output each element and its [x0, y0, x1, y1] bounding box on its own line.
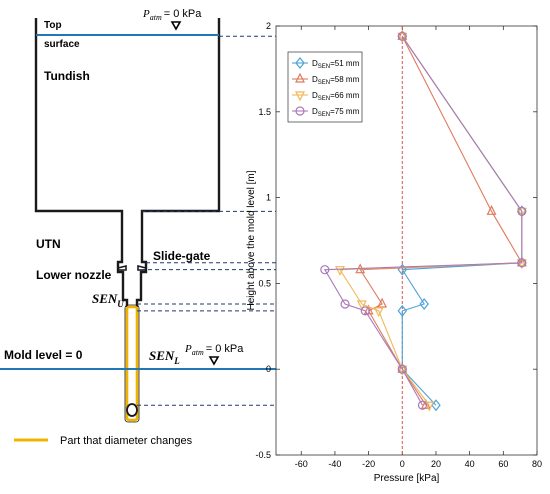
data-point [335, 266, 345, 277]
x-tick-label: 80 [532, 459, 542, 469]
sen-changing-part-outline [124, 304, 140, 423]
x-tick-label: -20 [362, 459, 375, 469]
x-tick-label: 20 [431, 459, 441, 469]
patm-top-p: P [142, 8, 150, 20]
data-point [419, 298, 429, 310]
label-mold-level: Mold level = 0 [4, 348, 83, 362]
data-point [424, 401, 435, 412]
legend-entry-value: =51 mm [330, 59, 359, 68]
y-tick-label: 1 [266, 193, 271, 203]
data-point [486, 204, 497, 215]
data-point [397, 362, 408, 373]
legend-entry-value: =58 mm [330, 75, 359, 84]
data-point [295, 106, 305, 116]
data-point [295, 72, 305, 83]
sen-changing-part [125, 305, 139, 422]
label-slide-gate: Slide-gate [153, 249, 211, 263]
data-point [320, 265, 330, 275]
x-tick-label: -40 [328, 459, 341, 469]
data-point [397, 32, 408, 43]
patm-top-sub: atm [150, 13, 162, 22]
label-tundish: Tundish [44, 69, 90, 83]
legend-entry-sub: SEN [318, 64, 330, 70]
legend-entry-main: D [312, 107, 318, 116]
axis-ticks: -60 -40 -20 0 20 40 60 80 -0.5 0 0.5 1 1.5 2 [255, 21, 542, 469]
label-top: Top [44, 20, 62, 31]
y-axis-label: Height above the mold level [m] [246, 170, 257, 310]
data-point [397, 31, 407, 41]
y-tick-label: 2 [266, 21, 271, 31]
label-lower-nozzle: Lower nozzle [36, 268, 112, 282]
y-tick-label: 0 [266, 364, 271, 374]
x-tick-label: 40 [465, 459, 475, 469]
label-sen-u-sub: U [117, 299, 124, 309]
patm-top-value: = 0 kPa [164, 8, 202, 20]
patm-mold-p: P [184, 343, 192, 355]
data-point [356, 300, 367, 311]
legend-entry: DSEN=58 mm [312, 75, 360, 86]
legend-entry-main: D [312, 75, 318, 84]
legend-box [287, 51, 363, 123]
data-point [397, 304, 408, 317]
data-point [397, 365, 408, 376]
y-tick-label: -0.5 [255, 450, 271, 460]
x-tick-label: 0 [400, 459, 405, 469]
data-point [516, 256, 527, 267]
data-point [431, 399, 441, 412]
patm-mold-sub: atm [192, 348, 204, 357]
label-utn: UTN [36, 237, 61, 251]
series-layer [320, 29, 527, 412]
x-axis-label: Pressure [kPa] [374, 473, 440, 484]
legend-entry-value: =66 mm [330, 91, 359, 100]
data-point [295, 91, 305, 102]
label-patm-top: Patm= 0 kPa [142, 8, 202, 22]
patm-mold-marker-icon [208, 356, 220, 366]
patm-top-marker-icon [170, 21, 182, 31]
pressure-chart: -60 -40 -20 0 20 40 60 80 -0.5 0 0.5 1 1.5 2 Pressure… [246, 21, 542, 484]
legend-entry-main: D [312, 91, 318, 100]
data-point [517, 258, 527, 268]
legend-entry: DSEN=75 mm [312, 107, 360, 118]
legend-entry-sub: SEN [318, 80, 330, 86]
data-point [397, 29, 408, 40]
data-point [517, 206, 527, 216]
patm-mold-value: = 0 kPa [206, 343, 244, 355]
data-point [340, 299, 350, 309]
slide-gate [117, 264, 127, 271]
data-point [373, 307, 384, 318]
label-patm-mold: Patm= 0 kPa [184, 343, 244, 357]
data-point [360, 306, 370, 316]
x-tick-label: 60 [498, 459, 508, 469]
legend-entry-sub: SEN [318, 96, 330, 102]
tundish-vessel-right [135, 18, 221, 307]
data-point [516, 207, 527, 218]
changing-part-legend-text: Part that diameter changes [60, 435, 193, 447]
tundish-vessel [34, 18, 129, 307]
data-point [295, 57, 305, 69]
data-point [417, 400, 428, 410]
y-tick-label: 1.5 [258, 107, 271, 117]
data-point [377, 297, 388, 308]
legend-entry: DSEN=51 mm [312, 59, 360, 70]
legend-entry-value: =75 mm [330, 107, 359, 116]
label-surface: surface [44, 39, 80, 50]
label-sen-u: SENU [92, 291, 124, 309]
label-sen-l-sub: L [173, 356, 180, 366]
label-sen-l: SENL [149, 348, 180, 366]
label-sen-u-main: SEN [92, 291, 118, 306]
label-sen-l-main: SEN [149, 348, 175, 363]
legend-entry-sub: SEN [318, 112, 330, 118]
x-tick-label: -60 [295, 459, 308, 469]
sen-port [126, 403, 138, 417]
y-tick-label: 0.5 [258, 278, 271, 288]
series-line [323, 35, 523, 406]
data-point [397, 364, 407, 374]
tundish-schematic: Top surface Tundish UTN Lower nozzle Sli… [0, 8, 537, 447]
legend-entry-main: D [312, 59, 318, 68]
legend-entry: DSEN=66 mm [312, 91, 360, 102]
